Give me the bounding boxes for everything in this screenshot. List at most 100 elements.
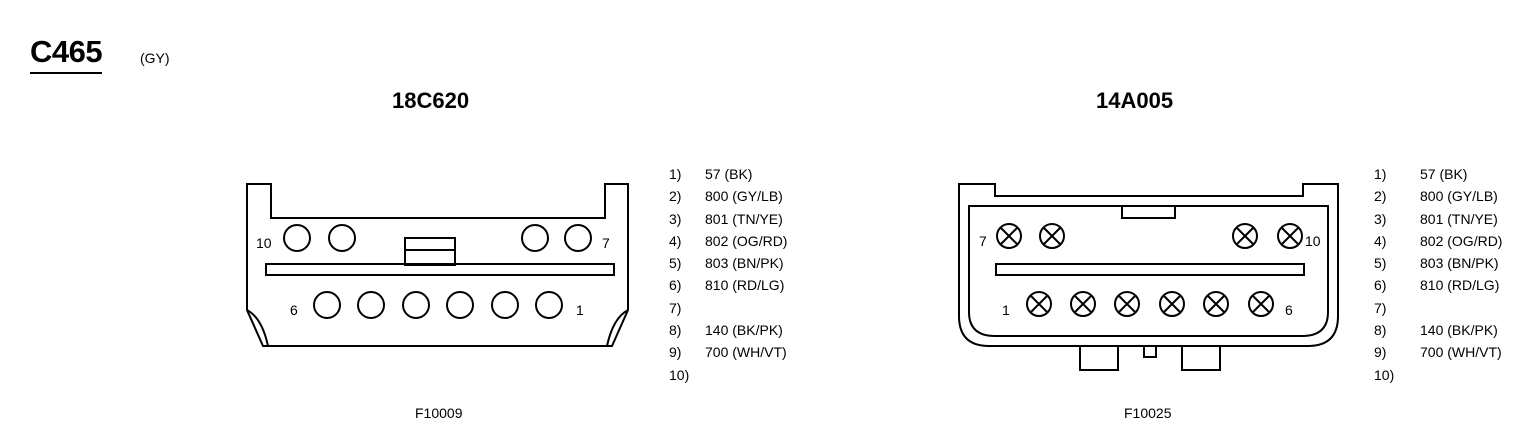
left-cavity-3 [446,291,474,319]
left-cavity-9 [328,224,356,252]
pin-number: 7) [669,299,682,316]
pin-circuit: 800 (GY/LB) [1420,188,1498,205]
right-pinout-row: 2) 800 (GY/LB) [1374,185,1502,207]
pin-circuit: 803 (BN/PK) [705,255,784,272]
left-label-top-left: 10 [256,235,272,251]
left-pinout-list: 1) 57 (BK) 2) 800 (GY/LB) 3) 801 (TN/YE) 4)… [669,163,787,386]
right-terminal-2 [1070,291,1096,317]
pin-number: 10) [669,366,690,383]
pin-number: 6) [1374,277,1387,294]
right-terminal-6 [1248,291,1274,317]
pin-number: 2) [1374,188,1387,205]
right-terminal-10 [1277,223,1303,249]
right-pinout-row: 1) 57 (BK) [1374,163,1502,185]
right-bottom-latch-right [1181,346,1221,371]
pin-circuit: 802 (OG/RD) [1420,232,1503,249]
right-pinout-row: 4) 802 (OG/RD) [1374,230,1502,252]
pin-number: 5) [669,255,682,272]
right-terminals [996,223,1303,317]
left-figure-code: F10009 [415,405,463,421]
pin-number: 8) [1374,322,1387,339]
pin-circuit: 700 (WH/VT) [1420,344,1502,361]
left-divider-bar [265,263,615,276]
left-housing-outline [246,183,629,347]
left-part-number: 18C620 [392,88,470,113]
pin-circuit: 700 (WH/VT) [705,344,787,361]
left-pinout-row: 4) 802 (OG/RD) [669,230,787,252]
connector-color-code: (GY) [140,50,170,66]
pin-number: 8) [669,322,682,339]
right-bottom-key [1143,345,1157,358]
right-terminal-1 [1026,291,1052,317]
right-figure-code: F10025 [1124,405,1172,421]
pin-number: 3) [669,210,682,227]
right-label-bottom-left: 1 [1002,302,1010,318]
pin-circuit: 810 (RD/LG) [705,277,785,294]
left-connector-face [246,183,629,347]
left-key-tab [404,237,456,266]
pin-number: 5) [1374,255,1387,272]
pin-number: 1) [1374,166,1387,182]
right-terminal-3 [1114,291,1140,317]
left-cavity-5 [357,291,385,319]
right-terminal-8 [1039,223,1065,249]
pin-number: 4) [669,232,682,249]
pin-circuit: 140 (BK/PK) [705,322,783,339]
pin-circuit: 802 (OG/RD) [705,232,788,249]
pin-number: 4) [1374,232,1387,249]
left-cavity-8 [521,224,549,252]
right-label-top-left: 7 [979,233,987,249]
pin-circuit: 800 (GY/LB) [705,188,783,205]
pin-circuit: 57 (BK) [705,166,753,182]
left-pinout-row: 6)810 (RD/LG) [669,274,787,296]
left-pinout-row: 3) 801 (TN/YE) [669,208,787,230]
pin-circuit: 801 (TN/YE) [1420,210,1498,227]
left-pinout-row: 5) 803 (BN/PK) [669,252,787,274]
pin-number: 7) [1374,299,1387,316]
pin-number: 3) [1374,210,1387,227]
left-cavity-4 [402,291,430,319]
right-terminal-4 [1159,291,1185,317]
right-pinout-row: 3) 801 (TN/YE) [1374,208,1502,230]
left-pinout-row: 10) [669,364,787,386]
right-key-tab [1121,205,1176,219]
right-label-top-right: 10 [1305,233,1321,249]
pin-number: 9) [669,344,682,361]
pin-circuit: 810 (RD/LG) [1420,277,1500,294]
left-label-bottom-right: 1 [576,302,584,318]
pin-number: 10) [1374,366,1395,383]
left-cavity-10 [283,224,311,252]
pin-circuit: 57 (BK) [1420,166,1468,182]
right-terminal-5 [1203,291,1229,317]
connector-id: C465 [30,36,103,74]
right-pinout-row: 9) 700 (WH/VT) [1374,341,1502,363]
pin-number: 2) [669,188,682,205]
pin-number: 1) [669,166,682,182]
left-housing-bevel [246,309,629,347]
left-cavity-1 [535,291,563,319]
left-cavity-7 [564,224,592,252]
left-cavity-2 [491,291,519,319]
right-terminal-7 [996,223,1022,249]
right-connector-face [958,183,1339,371]
right-housing-inner [968,205,1329,337]
left-pinout-row: 2) 800 (GY/LB) [669,185,787,207]
left-cavity-6 [313,291,341,319]
left-pinout-row: 8) 140 (BK/PK) [669,319,787,341]
left-label-top-right: 7 [602,235,610,251]
right-terminal-9 [1232,223,1258,249]
pin-circuit: 801 (TN/YE) [705,210,783,227]
left-pinout-row: 7) [669,297,787,319]
left-label-bottom-left: 6 [290,302,298,318]
right-pinout-row: 6) 810 (RD/LG) [1374,274,1502,296]
right-pinout-row: 8) 140 (BK/PK) [1374,319,1502,341]
left-pinout-row: 1) 57 (BK) [669,163,787,185]
right-pinout-row: 5)803 (BN/PK) [1374,252,1502,274]
right-housing-outline [958,183,1339,347]
right-part-number: 14A005 [1096,88,1174,113]
pin-circuit: 140 (BK/PK) [1420,322,1498,339]
right-pinout-row: 7) [1374,297,1502,319]
right-pinout-row: 10) [1374,364,1502,386]
pin-number: 9) [1374,344,1387,361]
